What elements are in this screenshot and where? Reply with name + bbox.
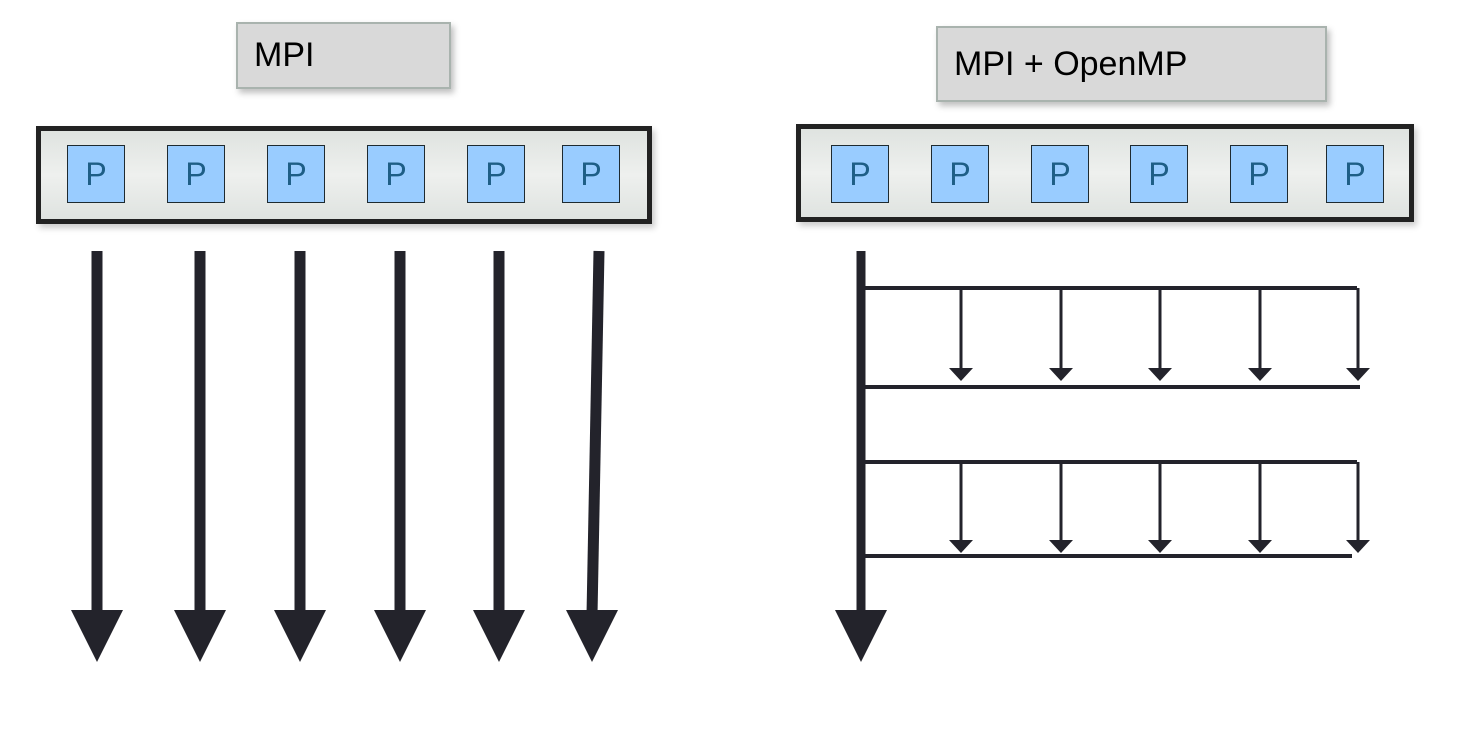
fork-join-region-1 (863, 286, 1370, 389)
mpi-process-5: P (467, 145, 525, 203)
hybrid-process-1: P (831, 145, 889, 203)
hybrid-main-thread-arrow (835, 251, 887, 662)
mpi-node-bar: P P P P P P (36, 126, 652, 224)
hybrid-process-2: P (931, 145, 989, 203)
fork-join-region-2 (863, 460, 1370, 558)
mpi-process-2: P (167, 145, 225, 203)
hybrid-title-label: MPI + OpenMP (954, 44, 1188, 83)
mpi-process-4: P (367, 145, 425, 203)
mpi-arrow-2 (174, 251, 226, 662)
mpi-title-box: MPI (236, 22, 451, 89)
mpi-arrow-4 (374, 251, 426, 662)
mpi-arrow-3 (274, 251, 326, 662)
hybrid-process-4: P (1130, 145, 1188, 203)
thread-arrows-1 (949, 288, 1370, 381)
mpi-process-3: P (267, 145, 325, 203)
hybrid-title-box: MPI + OpenMP (936, 26, 1327, 102)
mpi-arrow-1 (71, 251, 123, 662)
thread-arrows-2 (949, 462, 1370, 553)
mpi-process-6: P (562, 145, 620, 203)
hybrid-process-6: P (1326, 145, 1384, 203)
mpi-arrow-5 (473, 251, 525, 662)
mpi-title-label: MPI (254, 36, 315, 74)
mpi-process-arrows (71, 250, 618, 662)
mpi-arrow-6 (566, 250, 618, 662)
hybrid-process-5: P (1230, 145, 1288, 203)
hybrid-process-3: P (1031, 145, 1089, 203)
hybrid-node-bar: P P P P P P (796, 124, 1414, 222)
mpi-process-1: P (67, 145, 125, 203)
